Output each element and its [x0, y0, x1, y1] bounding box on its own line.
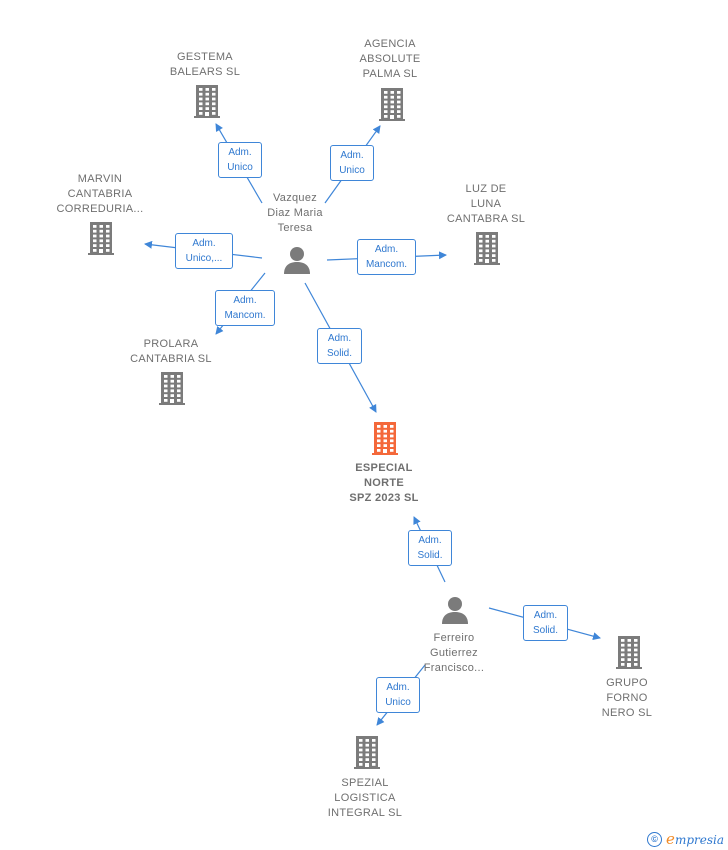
role-label[interactable]: Adm. Solid.	[523, 605, 568, 641]
node-label-line: CORREDURIA...	[56, 203, 144, 215]
node-label-line: Francisco...	[423, 662, 485, 674]
company-node-gestema[interactable]	[194, 84, 220, 118]
node-label-line: Teresa	[277, 222, 313, 234]
role-label[interactable]: Adm. Unico	[218, 142, 262, 178]
node-label-marvin[interactable]: MARVIN CANTABRIA CORREDURIA...	[40, 172, 160, 217]
role-label-line: Mancom.	[365, 259, 408, 270]
node-label-line: BALEARS SL	[169, 66, 241, 78]
role-label[interactable]: Adm. Solid.	[408, 530, 452, 566]
company-node-agencia[interactable]	[379, 87, 405, 121]
node-label-grupo[interactable]: GRUPO FORNO NERO SL	[572, 676, 682, 721]
role-label[interactable]: Adm. Unico	[330, 145, 374, 181]
node-label-agencia[interactable]: AGENCIA ABSOLUTE PALMA SL	[335, 37, 445, 82]
node-label-line: SPZ 2023 SL	[349, 492, 419, 504]
role-label-line: Solid.	[417, 550, 443, 561]
company-node-grupo[interactable]	[616, 635, 642, 669]
role-label-line: Adm.	[233, 295, 257, 306]
node-label-luz[interactable]: LUZ DE LUNA CANTABRA SL	[431, 182, 541, 227]
role-label-line: Solid.	[532, 625, 558, 636]
role-label-line: Adm.	[386, 682, 410, 693]
role-label-line: Adm.	[327, 333, 352, 344]
company-node-especial[interactable]	[372, 421, 398, 455]
node-label-line: LOGISTICA	[334, 792, 396, 804]
node-label-line: AGENCIA	[364, 38, 416, 50]
building-icon	[474, 232, 500, 265]
node-label-prolara[interactable]: PROLARA CANTABRIA SL	[111, 337, 231, 367]
copyright-icon: ©	[647, 831, 663, 847]
company-node-spezial[interactable]	[354, 735, 380, 769]
node-label-line: NORTE	[364, 477, 404, 489]
person-icon	[284, 247, 310, 274]
brand-logo: empresia	[666, 830, 724, 848]
role-label-line: Adm.	[418, 535, 442, 546]
role-label-line: Unico,...	[185, 253, 223, 264]
role-label[interactable]: Adm. Mancom.	[215, 290, 275, 326]
role-label-line: Unico	[339, 165, 365, 176]
node-label-line: GRUPO	[606, 677, 648, 689]
node-label-line: MARVIN	[77, 173, 123, 185]
node-label-line: CANTABRIA	[67, 188, 133, 200]
person-node-ferreiro[interactable]	[440, 595, 470, 625]
node-label-line: FORNO	[606, 692, 648, 704]
company-node-marvin[interactable]	[88, 221, 114, 255]
brand-initial: e	[666, 830, 675, 848]
role-label-line: Adm.	[533, 610, 558, 621]
node-label-line: PROLARA	[143, 338, 199, 350]
role-label[interactable]: Adm. Solid.	[317, 328, 362, 364]
brand-name: mpresia	[674, 833, 724, 847]
building-icon	[88, 222, 114, 255]
role-label-line: Adm.	[192, 238, 216, 249]
node-label-line: INTEGRAL SL	[327, 807, 403, 819]
node-label-line: GESTEMA	[177, 51, 233, 63]
role-label-line: Adm.	[228, 147, 252, 158]
role-label-line: Solid.	[326, 348, 352, 359]
node-label-line: ESPECIAL	[355, 462, 413, 474]
node-label-line: PALMA SL	[362, 68, 418, 80]
role-label-line: Adm.	[340, 150, 364, 161]
company-node-luz[interactable]	[474, 231, 500, 265]
company-node-prolara[interactable]	[159, 371, 185, 405]
footer-brand: ©empresia	[647, 830, 724, 848]
node-label-line: LUZ DE	[465, 183, 507, 195]
role-label-line: Unico	[385, 697, 411, 708]
node-label-line: Vazquez	[272, 192, 318, 204]
node-label-line: Ferreiro	[433, 632, 475, 644]
role-label-line: Unico	[227, 162, 253, 173]
building-icon	[354, 736, 380, 769]
role-label[interactable]: Adm. Unico	[376, 677, 420, 713]
node-label-gestema[interactable]: GESTEMA BALEARS SL	[150, 50, 260, 80]
building-icon	[616, 636, 642, 669]
building-icon	[379, 88, 405, 121]
node-label-line: Gutierrez	[430, 647, 478, 659]
node-label-line: SPEZIAL	[341, 777, 389, 789]
node-label-especial[interactable]: ESPECIAL NORTE SPZ 2023 SL	[324, 461, 444, 506]
role-label[interactable]: Adm. Unico,...	[175, 233, 233, 269]
person-icon	[442, 597, 468, 624]
role-label-line: Adm.	[374, 244, 399, 255]
role-label-line: Mancom.	[224, 310, 266, 321]
node-label-line: CANTABRIA SL	[130, 353, 212, 365]
node-label-line: LUNA	[470, 198, 502, 210]
node-label-line: NERO SL	[601, 707, 653, 719]
building-icon	[194, 85, 220, 118]
node-label-line: CANTABRA SL	[446, 213, 526, 225]
node-label-line: ABSOLUTE	[359, 53, 421, 65]
node-label-spezial[interactable]: SPEZIAL LOGISTICA INTEGRAL SL	[305, 776, 425, 821]
node-label-line: Diaz Maria	[267, 207, 323, 219]
building-icon	[159, 372, 185, 405]
person-node-vazquez[interactable]	[282, 245, 312, 275]
building-icon	[372, 422, 398, 455]
role-label[interactable]: Adm. Mancom.	[357, 239, 416, 275]
